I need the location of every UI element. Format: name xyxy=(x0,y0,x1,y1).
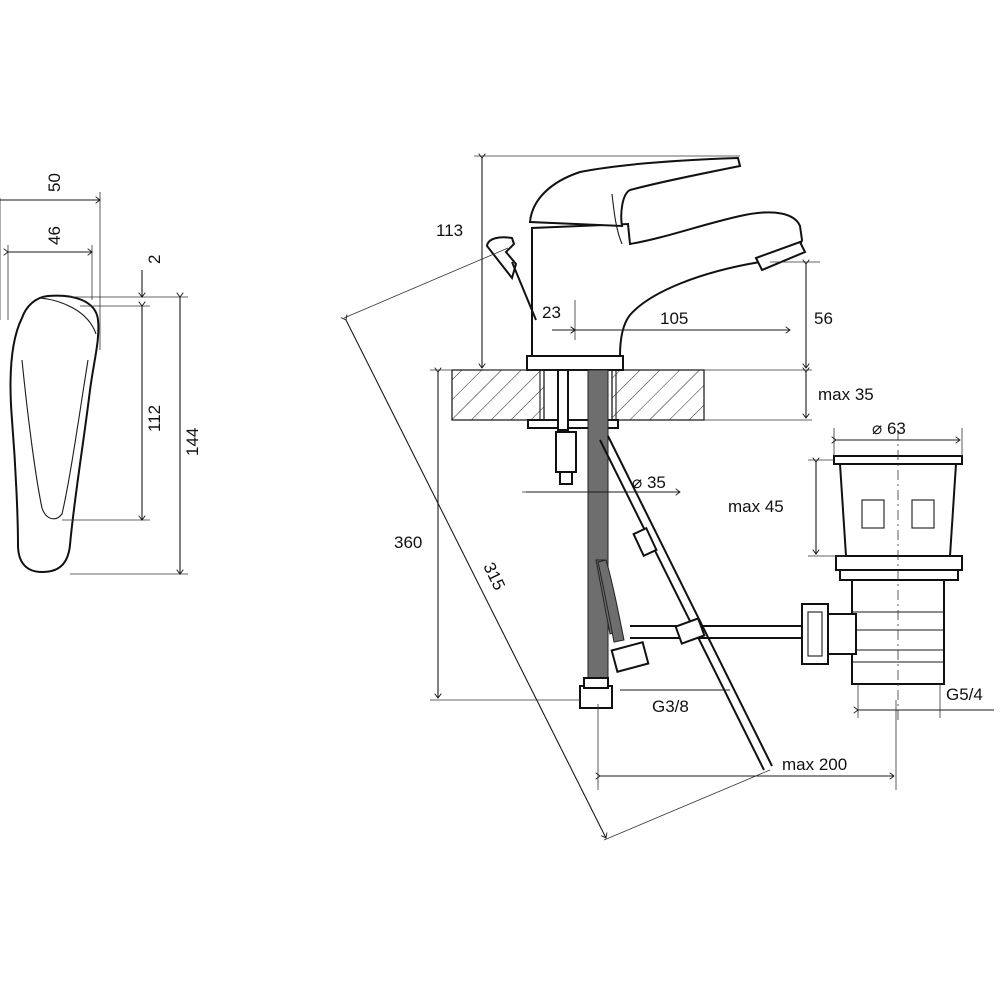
waste-flange xyxy=(835,555,963,571)
deck-left xyxy=(451,369,545,421)
popup-knob xyxy=(485,236,518,281)
dim-rod-length: 315 xyxy=(479,559,509,593)
dim-height-above: 113 xyxy=(436,221,463,240)
hose-left xyxy=(587,369,609,681)
dim-hose-length: 360 xyxy=(394,533,422,552)
dim-total-height: 144 xyxy=(183,428,202,456)
dim-rod-reach: max 200 xyxy=(782,755,847,774)
dim-width-outer: 50 xyxy=(45,173,64,192)
front-view: 113 23 105 56 max 35 ⌀ 35 360 315 G3/8 m… xyxy=(344,156,897,841)
faucet-body xyxy=(531,211,804,357)
dim-hose-thread: G3/8 xyxy=(652,697,689,716)
dim-width-inner: 46 xyxy=(45,226,64,245)
waste-view: ⌀ 63 max 45 G5/4 xyxy=(728,419,994,720)
dim-plug-diameter: ⌀ 63 xyxy=(872,419,906,438)
spout-outlet xyxy=(754,240,807,272)
dim-outlet-height: 56 xyxy=(814,309,833,328)
side-view: 50 46 2 112 144 xyxy=(0,173,202,574)
dim-hole-diameter: ⌀ 35 xyxy=(632,473,666,492)
dim-waste-thread: G5/4 xyxy=(946,685,983,704)
dim-spout-reach: 105 xyxy=(660,309,688,328)
hose-nut-1 xyxy=(579,685,613,709)
dim-gap: 2 xyxy=(145,255,164,264)
hose-nut-2 xyxy=(610,641,650,673)
dim-handle-height: 112 xyxy=(145,405,164,432)
handle-side-outline xyxy=(9,294,100,574)
popup-rod xyxy=(599,439,765,771)
dim-plug-depth: max 45 xyxy=(728,497,784,516)
waste-side-port xyxy=(825,613,857,655)
base-ring xyxy=(526,355,624,371)
lever-handle xyxy=(528,156,742,228)
dim-deck-thickness: max 35 xyxy=(818,385,874,404)
dim-spout-offset: 23 xyxy=(542,303,561,322)
handle-side-inner xyxy=(21,359,89,520)
deck-right xyxy=(611,369,705,421)
